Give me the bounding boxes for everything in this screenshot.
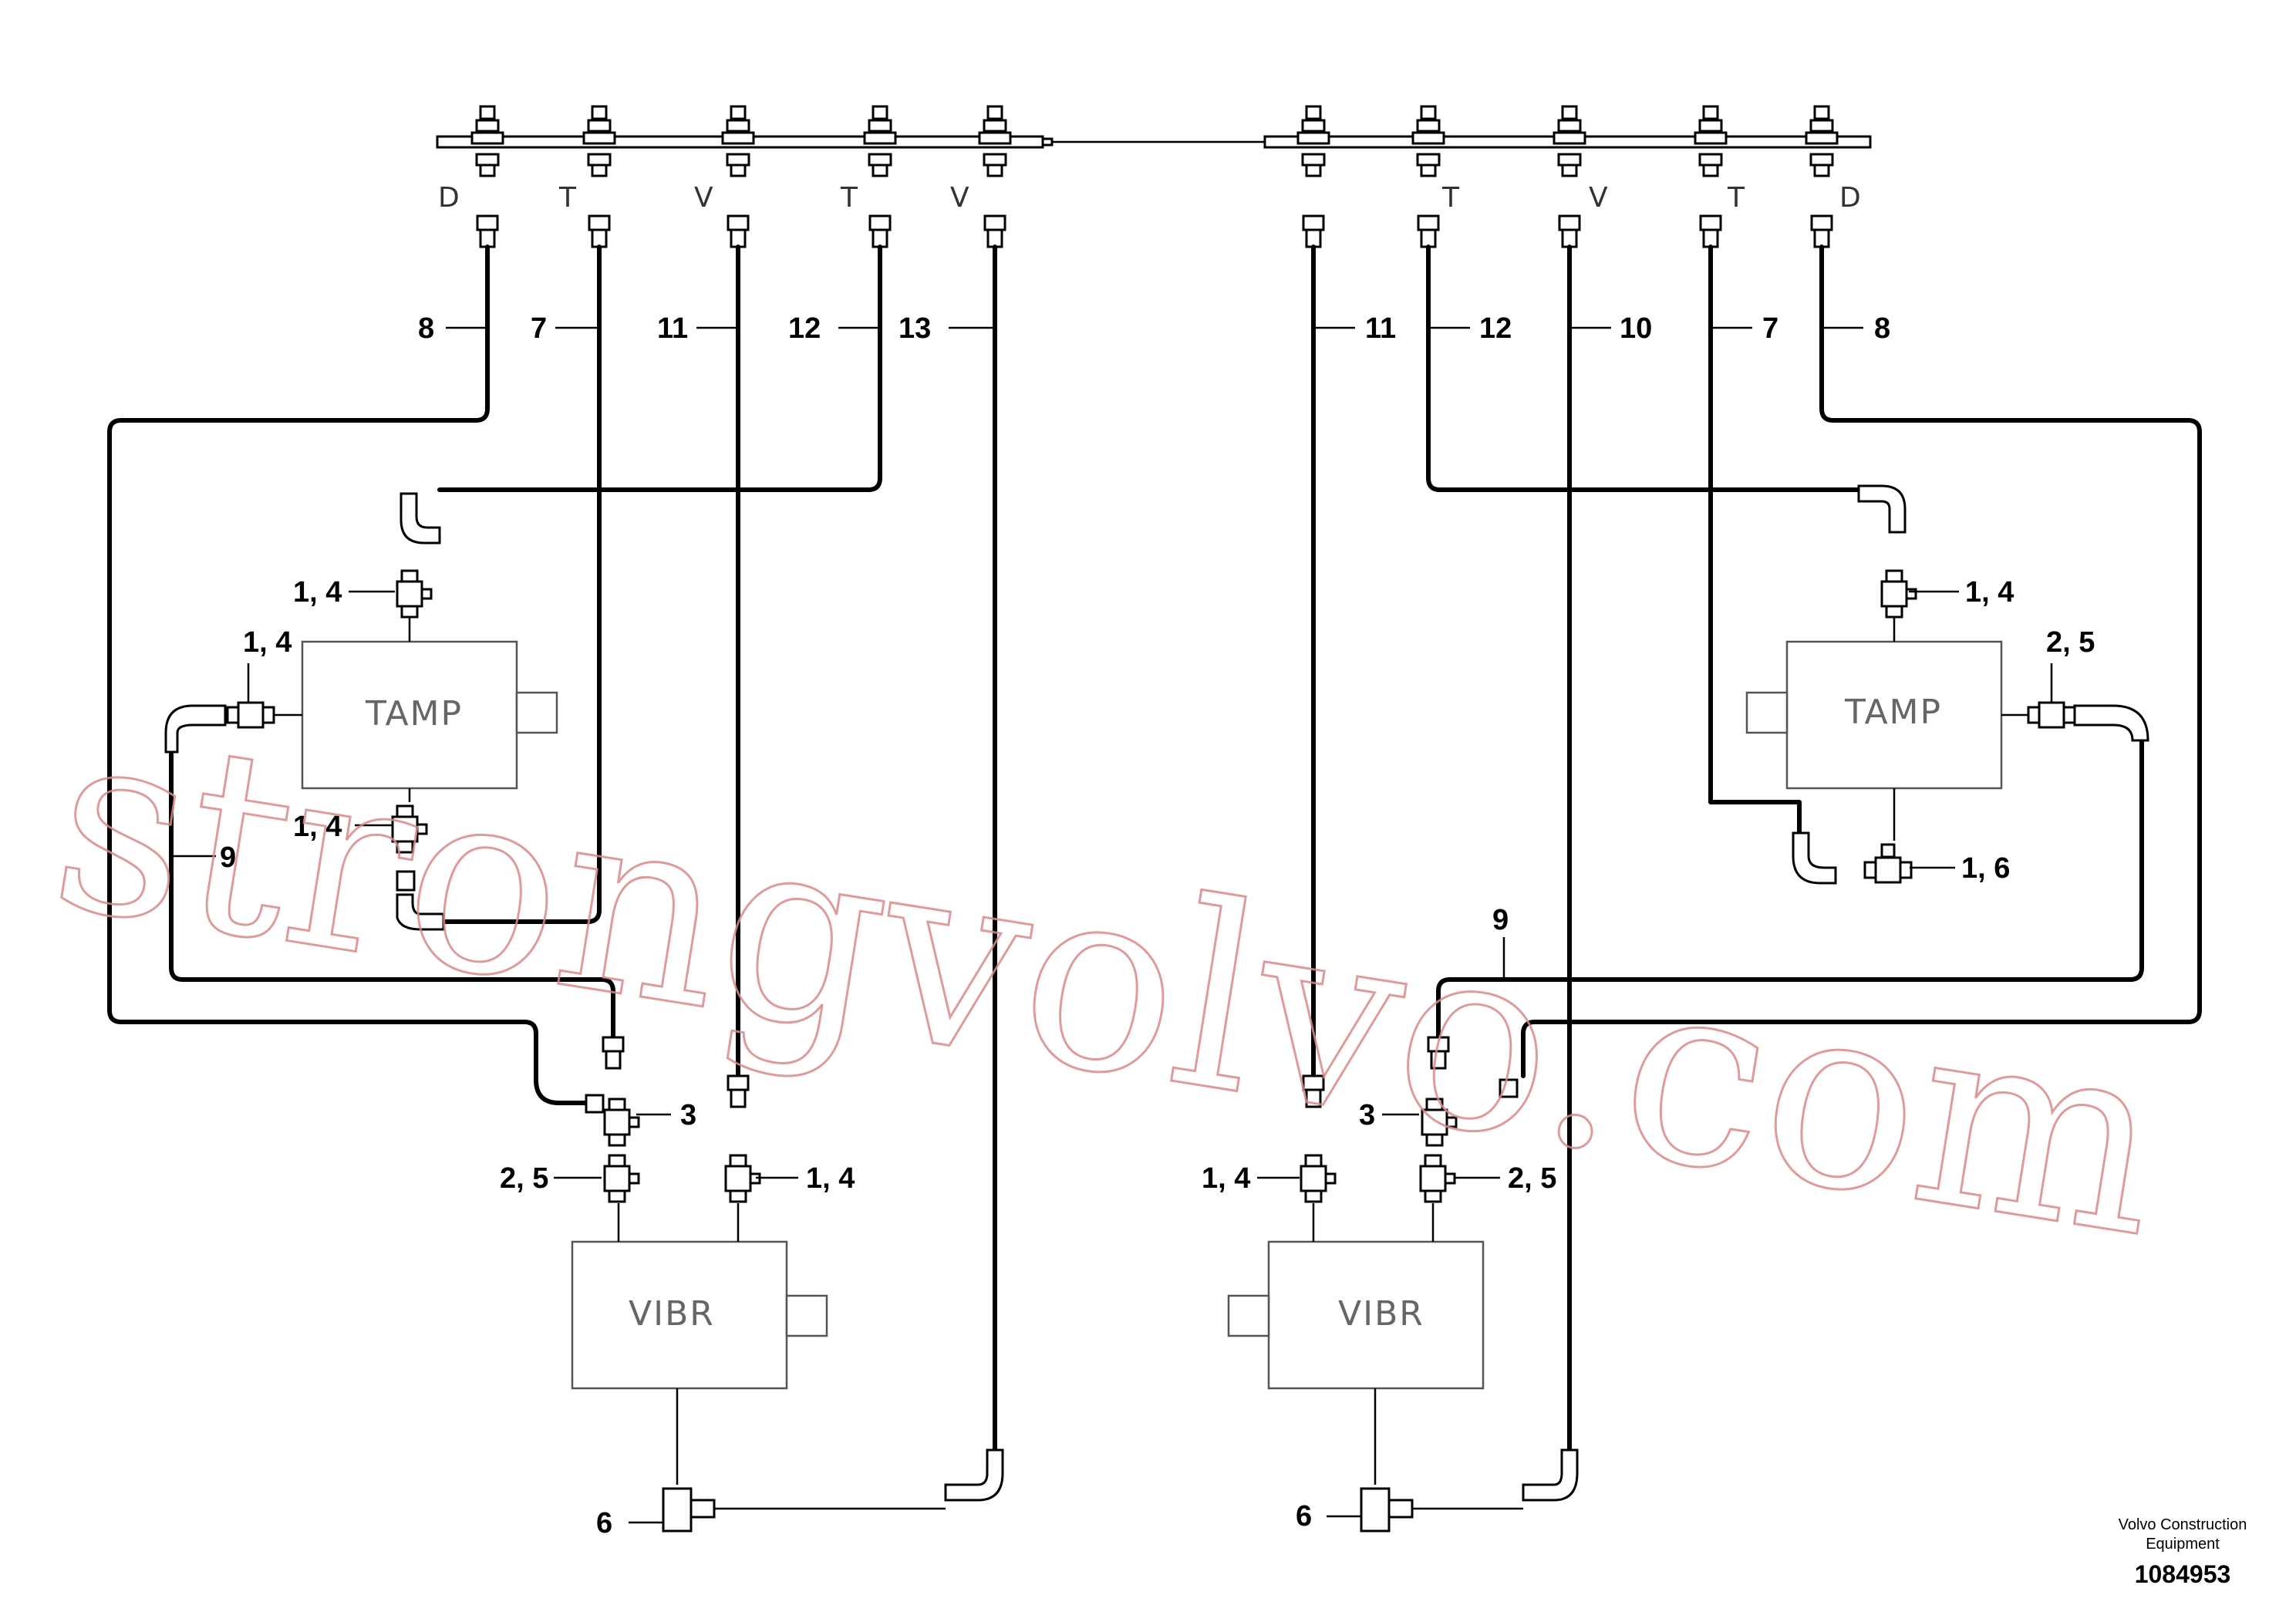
tamp-right-label: TAMP <box>1844 693 1942 732</box>
callout-r-7: 7 <box>1762 312 1778 345</box>
callout-l-7: 7 <box>531 312 547 345</box>
tamp-left: TAMP <box>266 617 558 802</box>
port-label-l-t1: T <box>558 182 577 214</box>
company-name-line1: Volvo Construction <box>2119 1516 2247 1533</box>
callout-l-3: 3 <box>680 1099 696 1131</box>
callout-r-10: 10 <box>1620 312 1652 345</box>
callout-r-tamp-side: 2, 5 <box>2046 626 2095 659</box>
port-label-l-v2: V <box>950 182 969 214</box>
vibr-left: VIBR <box>571 1203 828 1485</box>
callout-r-12: 12 <box>1479 312 1512 345</box>
vibr-right-label: VIBR <box>1338 1294 1424 1334</box>
vibr-left-fittings <box>585 1036 1004 1533</box>
callout-l-8: 8 <box>418 312 434 345</box>
callout-l-13: 13 <box>899 312 931 345</box>
vibr-right: VIBR <box>1227 1203 1485 1485</box>
callout-r-8: 8 <box>1874 312 1890 345</box>
callout-r-11: 11 <box>1365 312 1396 345</box>
hose-end-fittings <box>476 214 1833 248</box>
port-label-r-d: D <box>1839 182 1861 214</box>
drawing-number: 1084953 <box>2135 1560 2231 1588</box>
callout-r-tamp-bottom: 1, 6 <box>1961 852 2010 885</box>
port-label-l-t2: T <box>840 182 858 214</box>
callout-l-9: 9 <box>220 841 236 874</box>
callout-r-tamp-top: 1, 4 <box>1965 576 2014 609</box>
callout-l-tamp-bottom: 1, 4 <box>293 811 342 843</box>
callout-labels: 8 7 11 12 13 11 12 10 7 8 1, 4 1, 4 1, 4… <box>220 312 2095 1539</box>
vibr-left-label: VIBR <box>629 1294 715 1334</box>
hoses-right <box>1311 244 2202 1491</box>
hoses-left <box>107 244 997 1491</box>
callout-l-25: 2, 5 <box>500 1162 548 1195</box>
port-label-r-t2: T <box>1727 182 1745 214</box>
callout-l-11: 11 <box>657 312 688 345</box>
callout-r-6: 6 <box>1296 1500 1312 1533</box>
port-label-l-v1: V <box>694 182 713 214</box>
leader-lines <box>171 326 2053 1524</box>
tamp-left-fittings <box>164 492 445 931</box>
title-block: Volvo Construction Equipment 1084953 <box>2119 1516 2247 1588</box>
vibr-right-fittings <box>1300 1036 1579 1533</box>
tamp-right: TAMP <box>1745 617 2036 841</box>
company-name-line2: Equipment <box>2146 1536 2220 1553</box>
callout-r-3: 3 <box>1359 1099 1375 1131</box>
port-label-r-v: V <box>1589 182 1608 214</box>
callout-l-14: 1, 4 <box>806 1162 855 1195</box>
callout-l-tamp-side: 1, 4 <box>243 626 292 659</box>
tamp-left-label: TAMP <box>365 694 463 733</box>
callout-l-12: 12 <box>788 312 821 345</box>
port-label-r-t1: T <box>1441 182 1460 214</box>
callout-l-6: 6 <box>596 1507 612 1539</box>
callout-r-14: 1, 4 <box>1202 1162 1250 1195</box>
tamp-right-fittings <box>1792 484 2149 885</box>
callout-l-tamp-top: 1, 4 <box>293 576 342 609</box>
port-label-l-d: D <box>438 182 460 214</box>
callout-r-25: 2, 5 <box>1508 1162 1556 1195</box>
callout-r-9: 9 <box>1492 904 1509 936</box>
